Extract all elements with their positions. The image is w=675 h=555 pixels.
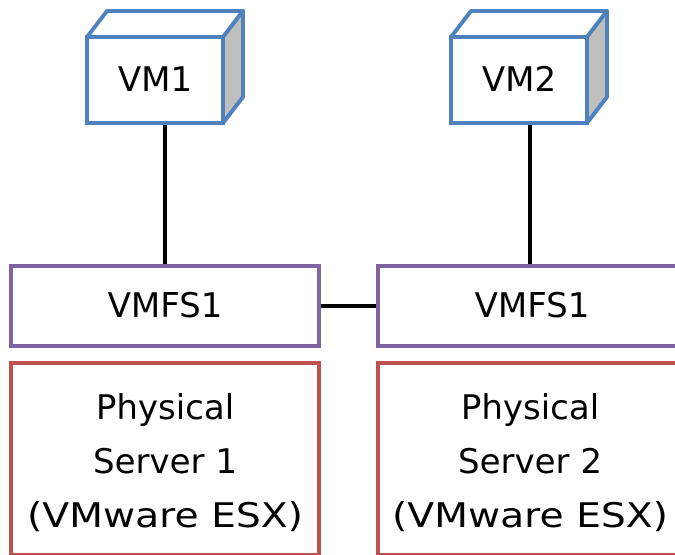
vm2-cube-top [449,9,609,39]
vm1-cube-front [85,35,225,125]
vm1-label: VM1 [118,60,192,100]
server-2-line-1: Physical [461,388,599,428]
vmfs-box-1 [9,264,321,348]
server-2-line-3: (VMware ESX) [392,496,668,536]
server-1-line-2: Server 1 [93,442,237,482]
vmfs-label-2: VMFS1 [475,286,590,326]
server-box-2 [376,361,675,555]
server-2-line-2: Server 2 [458,442,602,482]
vm2-label: VM2 [482,60,556,100]
physical-server-2: Physical Server 2 (VMware ESX) [376,361,675,555]
vm1-cube-top [85,9,245,39]
vmfs-box-2 [376,264,675,348]
vmfs-datastore-1: VMFS1 [9,264,321,348]
vmfs-label-1: VMFS1 [108,286,223,326]
vm2-cube-front [449,35,589,125]
vm2-node: VM2 [449,9,609,125]
vm1-node: VM1 [85,9,245,125]
server-box-1 [9,361,321,555]
vmfs-datastore-2: VMFS1 [376,264,675,348]
physical-server-1: Physical Server 1 (VMware ESX) [9,361,321,555]
server-1-line-3: (VMware ESX) [27,496,303,536]
server-1-line-1: Physical [96,388,234,428]
